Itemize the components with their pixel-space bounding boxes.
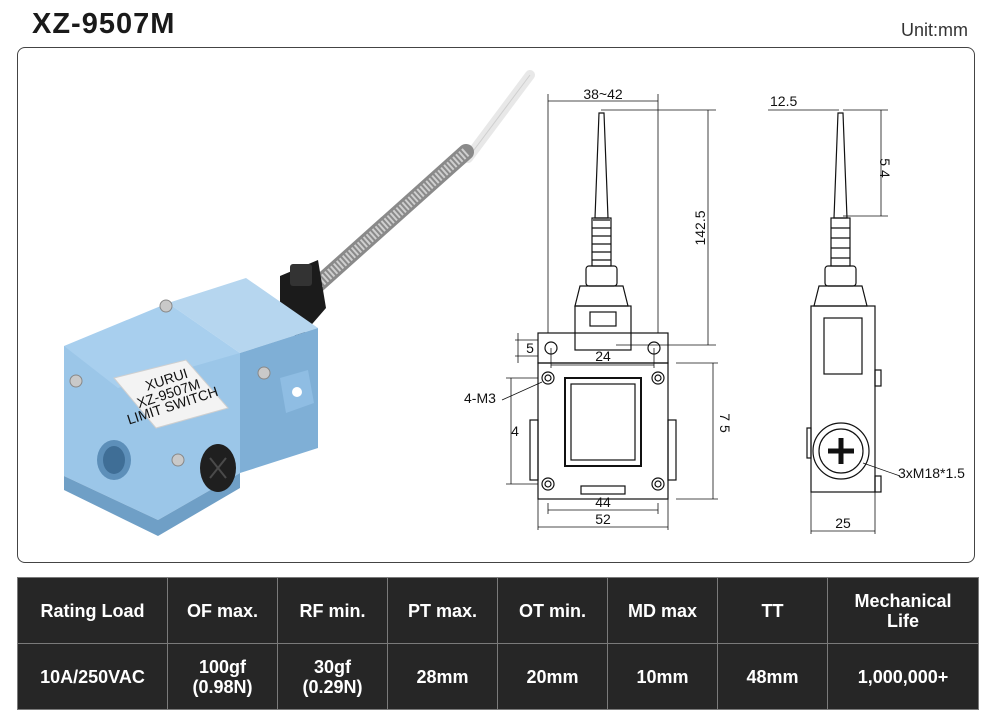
dim-body-height-left: 4: [511, 423, 519, 439]
dim-front-height: 142.5: [692, 210, 708, 245]
spec-header-cell: RF min.: [277, 577, 388, 644]
dim-front-width: 38~42: [583, 86, 623, 102]
spec-header-cell: OT min.: [497, 577, 608, 644]
dim-side-top-width: 12.5: [770, 93, 797, 109]
spec-value-cell: 10mm: [607, 643, 718, 710]
spec-header-cell: Mechanical Life: [827, 577, 979, 644]
dim-body-height-right: 7 5: [717, 413, 733, 433]
product-photo: XURUI XZ-9507M LIMIT SWITCH: [64, 70, 535, 536]
front-view-drawing: [501, 94, 718, 530]
spec-header-cell: MD max: [607, 577, 718, 644]
spec-value-cell: 30gf (0.29N): [277, 643, 388, 710]
spec-value-row: 10A/250VAC 100gf (0.98N) 30gf (0.29N) 28…: [17, 643, 979, 710]
spec-value-cell: 10A/250VAC: [17, 643, 168, 710]
side-view-drawing: [768, 109, 901, 534]
dim-hole-spacing: 24: [595, 348, 611, 364]
spec-header-cell: TT: [717, 577, 828, 644]
dim-inner-width: 44: [595, 494, 611, 510]
spec-header-cell: PT max.: [387, 577, 498, 644]
dim-side-tip: 5 4: [877, 158, 893, 178]
product-title: XZ-9507M: [32, 8, 176, 40]
spec-value-cell: 20mm: [497, 643, 608, 710]
spec-value-cell: 48mm: [717, 643, 828, 710]
dim-side-base-width: 25: [835, 515, 851, 531]
dim-screw-holes: 4-M3: [464, 390, 496, 406]
dim-side-conduit: 3xM18*1.5: [898, 465, 965, 481]
spec-header-cell: OF max.: [167, 577, 278, 644]
unit-label: Unit:mm: [901, 20, 968, 40]
product-drawing-svg: XURUI XZ-9507M LIMIT SWITCH: [64, 70, 965, 536]
dim-hole-offset: 5: [526, 340, 534, 356]
spec-value-cell: 1,000,000+: [827, 643, 979, 710]
dim-base-width: 52: [595, 511, 611, 527]
spec-header-cell: Rating Load: [17, 577, 168, 644]
spec-header-row: Rating Load OF max. RF min. PT max. OT m…: [17, 577, 979, 644]
spec-value-cell: 28mm: [387, 643, 498, 710]
spec-value-cell: 100gf (0.98N): [167, 643, 278, 710]
product-panel: XURUI XZ-9507M LIMIT SWITCH: [17, 47, 975, 563]
spec-table: Rating Load OF max. RF min. PT max. OT m…: [17, 577, 979, 710]
